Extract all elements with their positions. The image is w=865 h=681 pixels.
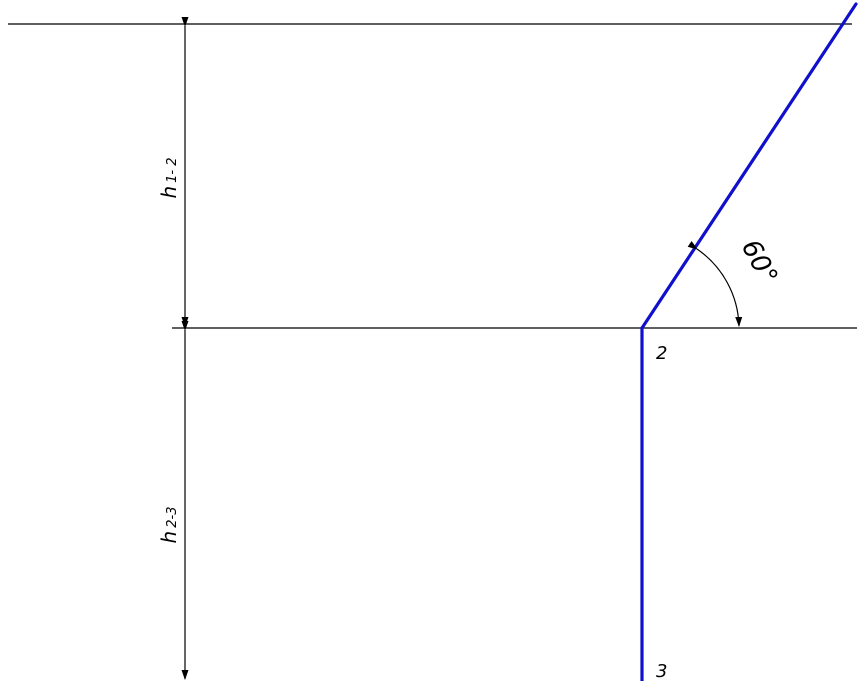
dimension-symbol-1-2: h xyxy=(157,186,181,199)
dimension-symbol-2-3: h xyxy=(157,531,181,544)
angle-arc xyxy=(687,241,743,327)
dimension-subscript-1-2: 1- 2 xyxy=(165,157,180,182)
point-3-label: 3 xyxy=(656,661,667,681)
inclined-segment-1-2 xyxy=(640,2,858,330)
point-2-label: 2 xyxy=(656,343,667,364)
svg-text:h1- 2: h 1- 2 xyxy=(157,157,181,198)
dimension-label-1-2: h 1- 2 xyxy=(157,157,181,198)
dimension-label-2-3: h 2-3 xyxy=(157,507,181,544)
angle-label: 60° xyxy=(735,235,783,290)
svg-text:h2-3: h 2-3 xyxy=(157,507,181,544)
dimension-subscript-2-3: 2-3 xyxy=(165,507,180,528)
